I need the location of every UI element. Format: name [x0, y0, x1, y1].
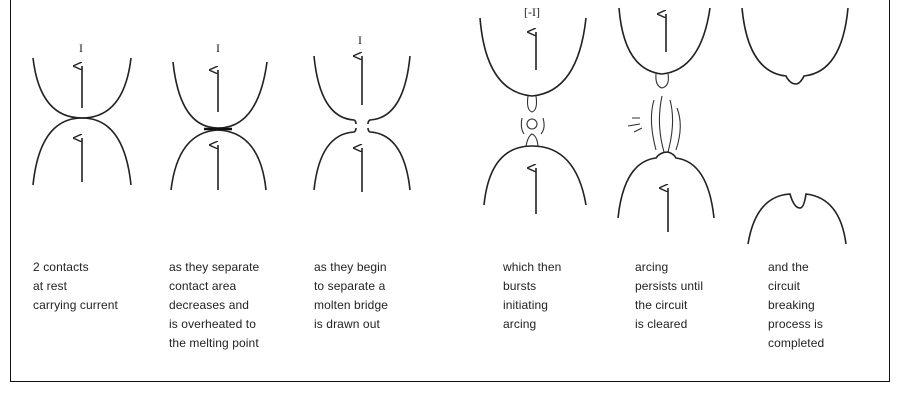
- upper-contact: [480, 18, 586, 96]
- upper-contact: [173, 62, 267, 128]
- caption-completed: and the circuit breaking process is comp…: [768, 258, 824, 353]
- caption-bridge: as they begin to separate a molten bridg…: [314, 258, 388, 334]
- upper-contact: [314, 56, 356, 124]
- stage-completed-drawing: [742, 8, 848, 244]
- caption-separate: as they separate contact area decreases …: [169, 258, 259, 353]
- lower-contact: [314, 128, 356, 190]
- molten-droplet: [527, 119, 537, 129]
- lower-contact: [618, 152, 714, 218]
- caption-rest: 2 contacts at rest carrying current: [33, 258, 118, 315]
- stage-rest-drawing: I: [33, 41, 131, 185]
- current-label: I: [358, 33, 362, 47]
- upper-contact-right: [368, 56, 410, 124]
- stage-bridge-drawing: I: [314, 33, 410, 192]
- arc-spray: [521, 118, 544, 134]
- arc-plasma: [651, 96, 680, 152]
- lower-contact: [484, 146, 586, 205]
- current-label: I: [79, 41, 83, 55]
- lower-contact-right: [368, 128, 410, 190]
- molten-drop-upper: [528, 96, 537, 112]
- upper-contact: [619, 8, 710, 74]
- stage-separate-drawing: I: [171, 41, 267, 190]
- lower-contact: [748, 194, 846, 244]
- caption-arcing: arcing persists until the circuit is cle…: [635, 258, 703, 334]
- stage-arcing-drawing: [618, 8, 714, 232]
- stage-burst-drawing: [-I]: [480, 5, 586, 214]
- current-label: [-I]: [524, 5, 540, 19]
- arc-heat-marks: [628, 118, 642, 132]
- upper-contact: [742, 8, 848, 84]
- molten-drop-upper: [656, 74, 669, 88]
- molten-drop-lower: [526, 134, 538, 146]
- current-label: I: [216, 41, 220, 55]
- caption-burst: which then bursts initiating arcing: [503, 258, 561, 334]
